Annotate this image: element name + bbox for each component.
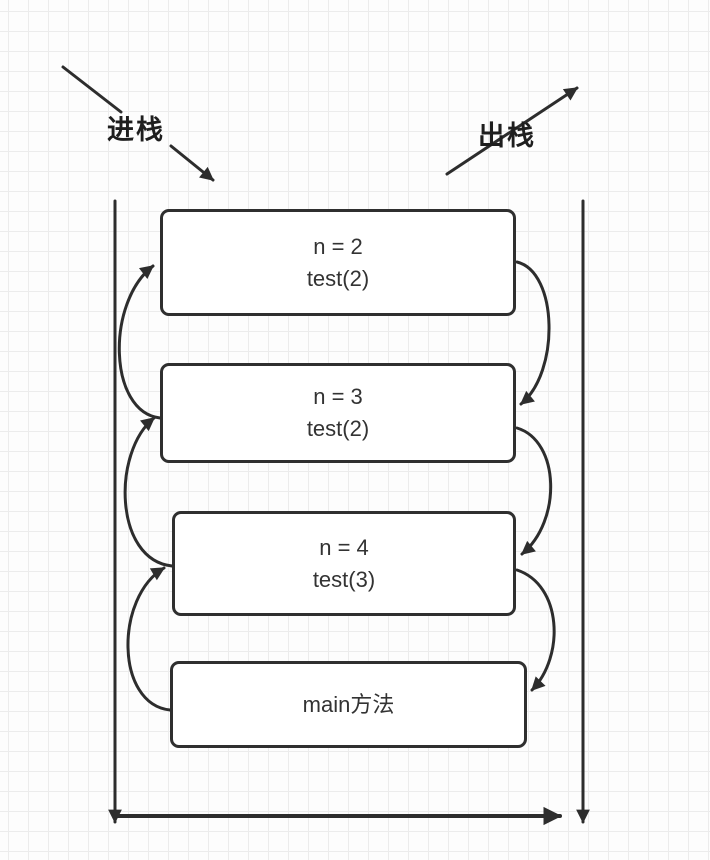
frame-line-1: main方法 — [302, 691, 395, 717]
pop-curve-frame1-to-frame2 — [515, 260, 551, 406]
stack-frame-main: main方法 — [170, 661, 527, 748]
push-curve-frame3-to-frame2 — [123, 416, 174, 568]
stack-frame-n4: n = 4 test(3) — [172, 511, 516, 616]
push-label: 进栈 — [107, 115, 165, 145]
frame-line-2: test(2) — [306, 416, 370, 441]
pop-curve-frame2-to-frame3 — [515, 426, 553, 556]
push-curve-frame4-to-frame3 — [126, 566, 172, 712]
push-annotation-line — [61, 65, 123, 114]
stack-frame-n3: n = 3 test(2) — [160, 363, 516, 463]
push-arrow — [169, 144, 215, 182]
frame-line-2: test(3) — [312, 566, 376, 592]
frame-line-2: test(2) — [306, 265, 370, 291]
stack-frame-n2: n = 2 test(2) — [160, 209, 516, 316]
frame-line-1: n = 2 — [313, 233, 363, 259]
push-curve-frame2-to-frame1 — [117, 264, 162, 420]
frame-line-1: n = 3 — [313, 384, 363, 410]
pop-curve-frame3-to-frame4 — [515, 568, 556, 692]
pop-arrow — [445, 86, 579, 176]
pop-label: 出栈 — [478, 121, 536, 151]
frame-line-1: n = 4 — [319, 534, 369, 560]
